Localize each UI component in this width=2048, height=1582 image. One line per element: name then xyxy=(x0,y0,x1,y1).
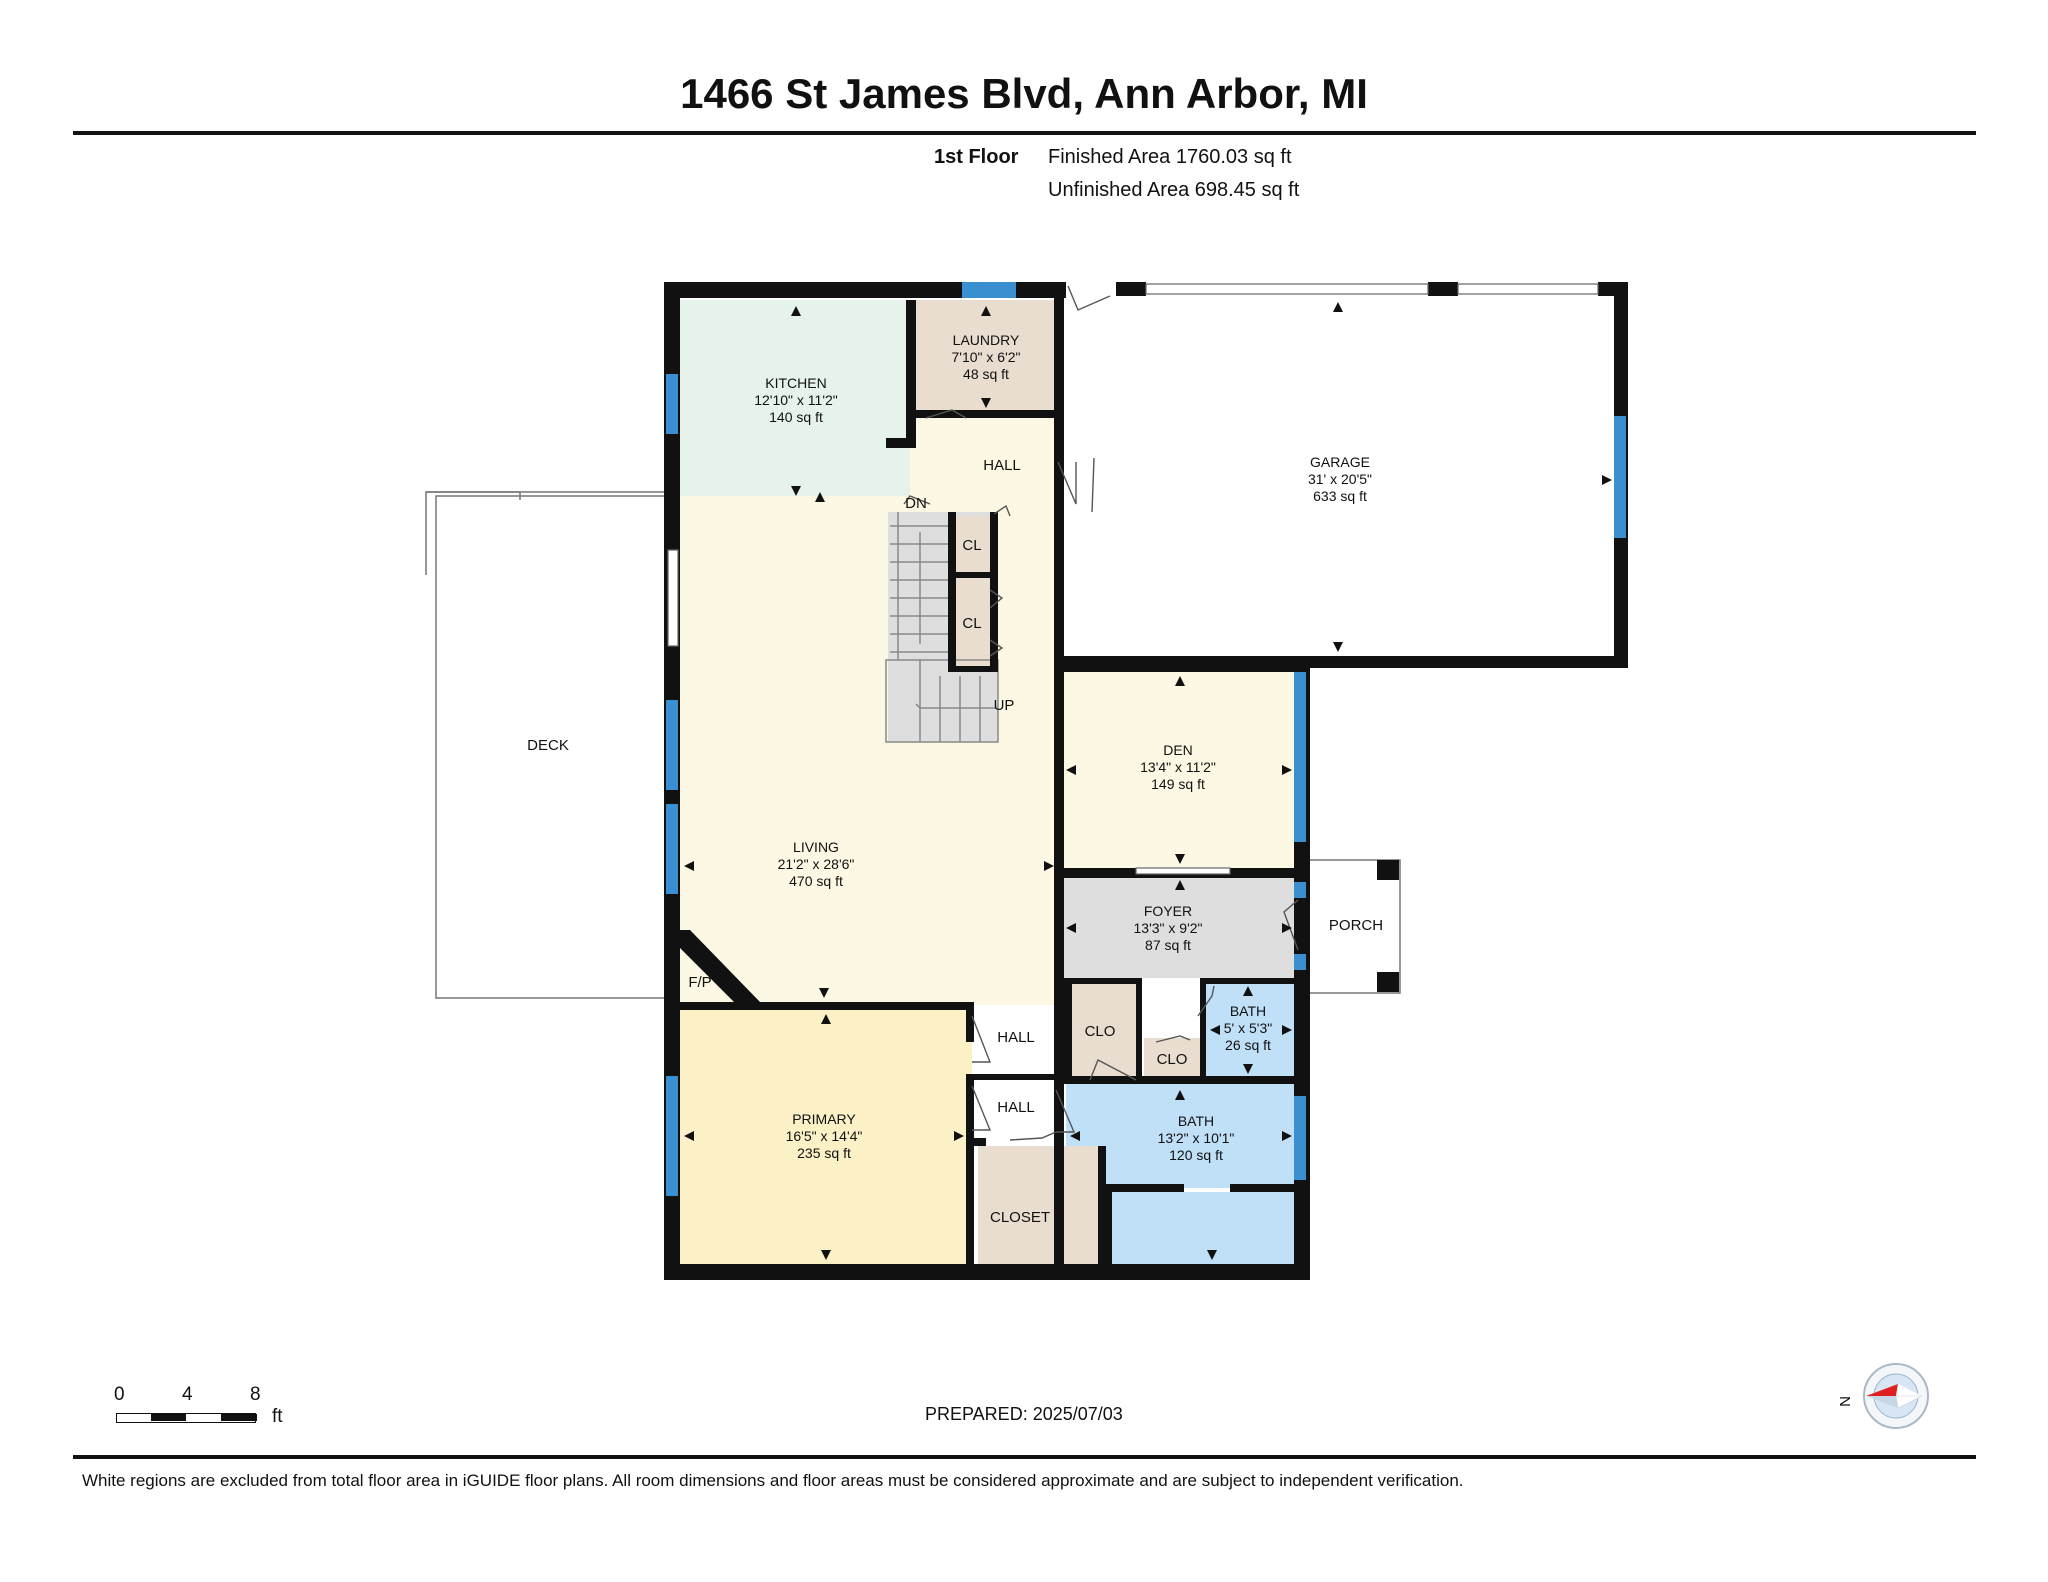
scale-unit: ft xyxy=(272,1406,283,1427)
laundry-fill xyxy=(916,300,1056,412)
hall-label-lower: HALL xyxy=(997,1099,1035,1116)
room-bath-small: BATH 5' x 5'3" 26 sq ft xyxy=(1224,1003,1272,1053)
den-dims: 13'4" x 11'2" xyxy=(1140,759,1216,775)
compass-letter: N xyxy=(1836,1396,1853,1407)
laundry-name: LAUNDRY xyxy=(953,332,1020,348)
living-area: 470 sq ft xyxy=(789,873,843,889)
prepared-date: PREPARED: 2025/07/03 xyxy=(925,1404,1123,1424)
clo-label-2: CLO xyxy=(1157,1051,1188,1068)
hall-label-upper: HALL xyxy=(983,457,1021,474)
fireplace-label: F/P xyxy=(688,974,711,991)
foyer-fill xyxy=(1062,874,1298,978)
scale-tick-0: 0 xyxy=(114,1384,125,1405)
primary-dims: 16'5" x 14'4" xyxy=(786,1128,863,1144)
closet1-fill xyxy=(954,516,990,572)
closet2-fill xyxy=(954,578,990,670)
room-living: LIVING 21'2" x 28'6" 470 sq ft xyxy=(778,839,855,889)
page-title: 1466 St James Blvd, Ann Arbor, MI xyxy=(680,70,1368,117)
laundry-area: 48 sq ft xyxy=(963,366,1009,382)
den-area: 149 sq ft xyxy=(1151,776,1205,792)
unfinished-area: Unfinished Area 698.45 sq ft xyxy=(1048,179,1300,201)
porch-outline xyxy=(1306,859,1401,994)
bath-small-fill xyxy=(1206,982,1296,1078)
bath-small-dims: 5' x 5'3" xyxy=(1224,1020,1272,1036)
stair-up-label: UP xyxy=(994,697,1015,714)
living-dims: 21'2" x 28'6" xyxy=(778,856,855,872)
foyer-dims: 13'3" x 9'2" xyxy=(1134,920,1203,936)
porch-post xyxy=(1377,972,1399,992)
room-kitchen: KITCHEN 12'10" x 11'2" 140 sq ft xyxy=(754,375,838,425)
deck-label: DECK xyxy=(527,737,569,754)
disclaimer: White regions are excluded from total fl… xyxy=(82,1471,1464,1490)
clo2-fill xyxy=(1144,1038,1200,1078)
porch-label: PORCH xyxy=(1329,917,1383,934)
title-rule xyxy=(73,131,1976,135)
foyer-name: FOYER xyxy=(1144,903,1192,919)
closet-label-2: CL xyxy=(962,615,981,632)
scale-ruler xyxy=(116,1413,257,1423)
room-bath-main: BATH 13'2" x 10'1" 120 sq ft xyxy=(1158,1113,1235,1163)
den-fill xyxy=(1062,672,1298,870)
bath-main-area: 120 sq ft xyxy=(1169,1147,1223,1163)
primary-name: PRIMARY xyxy=(792,1111,856,1127)
porch-post xyxy=(1377,860,1399,880)
scale-bar: 0 4 8 ft xyxy=(112,1384,302,1434)
scale-tick-8: 8 xyxy=(250,1384,261,1405)
kitchen-name: KITCHEN xyxy=(765,375,826,391)
bath-main-lower-fill xyxy=(1110,1192,1298,1264)
room-den: DEN 13'4" x 11'2" 149 sq ft xyxy=(1140,742,1216,792)
room-laundry: LAUNDRY 7'10" x 6'2" 48 sq ft xyxy=(952,332,1021,382)
scale-tick-4: 4 xyxy=(182,1384,193,1405)
staircase xyxy=(885,512,999,743)
garage-area: 633 sq ft xyxy=(1313,488,1367,504)
foyer-area: 87 sq ft xyxy=(1145,937,1191,953)
dimension-arrows xyxy=(684,302,1612,1260)
closet-label-1: CL xyxy=(962,537,981,554)
den-name: DEN xyxy=(1163,742,1193,758)
kitchen-area: 140 sq ft xyxy=(769,409,823,425)
living-name: LIVING xyxy=(793,839,839,855)
bath-small-area: 26 sq ft xyxy=(1225,1037,1271,1053)
finished-area: Finished Area 1760.03 sq ft xyxy=(1048,146,1292,168)
stair-down-label: DN xyxy=(905,495,927,512)
floor-label: 1st Floor xyxy=(934,146,1019,168)
primary-fill xyxy=(676,1010,972,1264)
windows xyxy=(666,282,1626,1196)
garage-door xyxy=(667,283,1599,875)
bath-main-name: BATH xyxy=(1178,1113,1214,1129)
room-garage: GARAGE 31' x 20'5" 633 sq ft xyxy=(1308,454,1372,504)
primary-area: 235 sq ft xyxy=(797,1145,851,1161)
closet-label-3: CLOSET xyxy=(990,1209,1050,1226)
closet-fill xyxy=(978,1146,1104,1264)
room-primary: PRIMARY 16'5" x 14'4" 235 sq ft xyxy=(786,1111,863,1161)
room-foyer: FOYER 13'3" x 9'2" 87 sq ft xyxy=(1134,903,1203,953)
compass-icon: N xyxy=(1836,1363,1929,1429)
laundry-dims: 7'10" x 6'2" xyxy=(952,349,1021,365)
kitchen-fill xyxy=(676,300,910,496)
deck-outline xyxy=(425,491,676,999)
footer-rule xyxy=(73,1455,1976,1459)
kitchen-dims: 12'10" x 11'2" xyxy=(754,392,838,408)
garage-dims: 31' x 20'5" xyxy=(1308,471,1372,487)
bath-main-dims: 13'2" x 10'1" xyxy=(1158,1130,1235,1146)
garage-name: GARAGE xyxy=(1310,454,1370,470)
hall-label-middle: HALL xyxy=(997,1029,1035,1046)
clo-label-1: CLO xyxy=(1085,1023,1116,1040)
bath-small-name: BATH xyxy=(1230,1003,1266,1019)
door-swings xyxy=(903,285,1299,1141)
